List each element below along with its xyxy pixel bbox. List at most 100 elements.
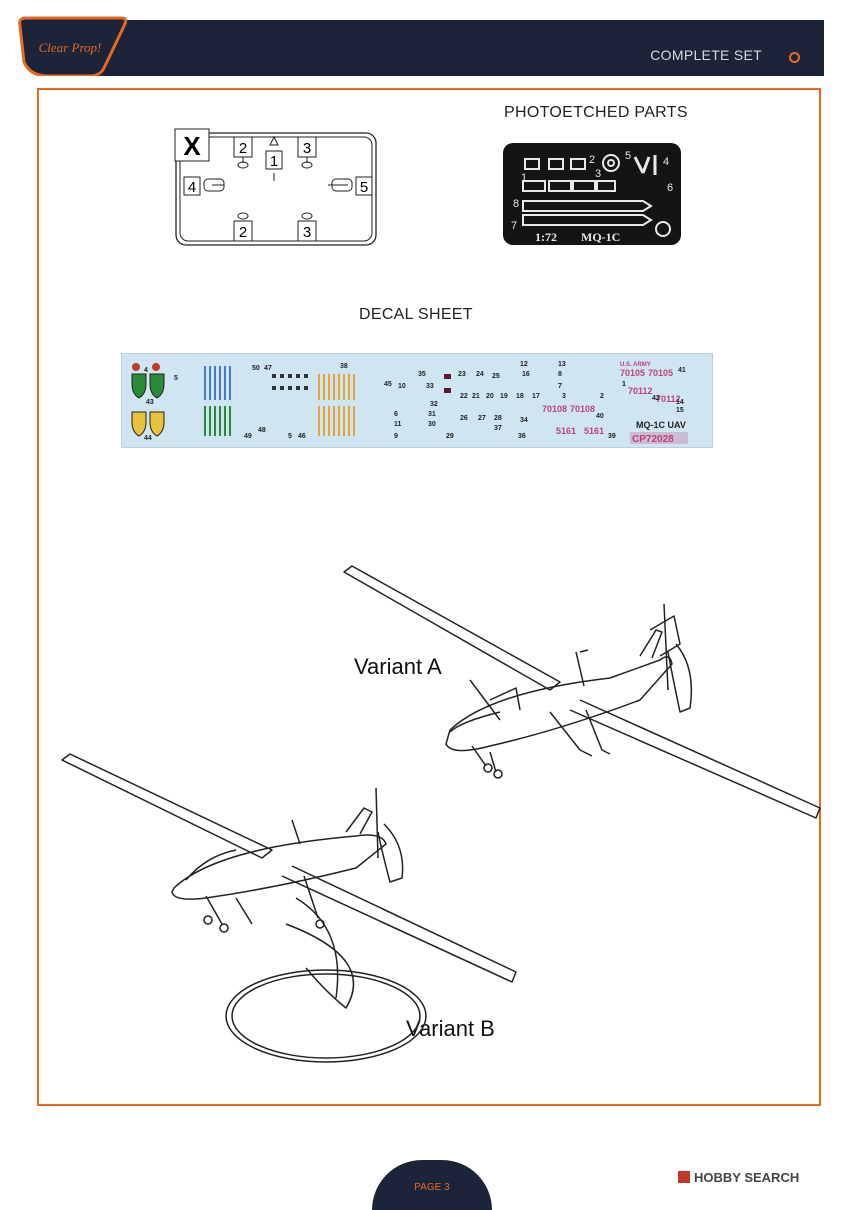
decal-artwork: U.S. ARMY 70105 70105 70112 70112 70108 … xyxy=(131,361,688,445)
sprue-part-label: 3 xyxy=(303,224,311,241)
decal-sheet: U.S. ARMY 70105 70105 70112 70112 70108 … xyxy=(121,353,713,448)
decal-number: 33 xyxy=(426,383,434,390)
decal-number: 49 xyxy=(244,433,252,440)
decal-number: 22 xyxy=(460,393,468,400)
pe-number: 1 xyxy=(521,172,527,184)
sprue-part-label: 1 xyxy=(270,153,278,170)
logo-text: Clear Prop! xyxy=(39,40,102,55)
photoetched-title: PHOTOETCHED PARTS xyxy=(504,104,688,121)
pe-number: 6 xyxy=(667,182,673,194)
sprue-x-diagram: X 2 1 3 4 5 2 3 xyxy=(174,128,377,246)
watermark: HOBBY SEARCH xyxy=(678,1170,799,1185)
pe-scale: 1:72 xyxy=(535,230,557,244)
decal-number: 5 xyxy=(174,375,178,382)
decal-number: 9 xyxy=(394,433,398,440)
decal-number: 11 xyxy=(394,421,402,428)
decal-number: 50 xyxy=(252,365,260,372)
header-dot-icon xyxy=(789,52,800,63)
decal-serial: 70105 xyxy=(648,368,673,378)
decal-number: 39 xyxy=(608,433,616,440)
decal-army-label: U.S. ARMY xyxy=(620,362,651,368)
decal-number: 44 xyxy=(144,435,152,442)
decal-number: 27 xyxy=(478,415,486,422)
decal-number: 23 xyxy=(458,371,466,378)
decal-number: 34 xyxy=(520,417,528,424)
page-header: COMPLETE SET Clear Prop! xyxy=(18,14,824,76)
header-title: COMPLETE SET xyxy=(650,47,762,63)
decal-number: 5 xyxy=(288,433,292,440)
decal-serial: 5161 xyxy=(584,426,604,436)
decal-serial: 70108 xyxy=(570,404,595,414)
decal-number: 47 xyxy=(264,365,272,372)
content-frame xyxy=(37,88,821,1106)
pe-number: 5 xyxy=(625,150,631,162)
decal-code: CP72028 xyxy=(632,434,674,445)
decal-serial: 70105 xyxy=(620,368,645,378)
pe-number: 3 xyxy=(595,168,601,180)
decal-number: 46 xyxy=(298,433,306,440)
decal-number: 32 xyxy=(430,401,438,408)
decal-number: 36 xyxy=(518,433,526,440)
decal-number: 18 xyxy=(516,393,524,400)
decal-number: 29 xyxy=(446,433,454,440)
decal-number: 38 xyxy=(340,363,348,370)
decal-number: 4 xyxy=(144,367,148,374)
photoetched-fret: 1 2 3 4 5 6 7 8 1:72 MQ-1C xyxy=(503,143,681,245)
sprue-part-label: 2 xyxy=(239,224,247,241)
decal-number: 41 xyxy=(678,367,686,374)
variant-a-drone-drawing xyxy=(343,565,821,819)
sprue-part-label: 4 xyxy=(188,179,196,196)
variant-b-drone-drawing xyxy=(61,753,517,1063)
decal-number: 20 xyxy=(486,393,494,400)
decal-number: 30 xyxy=(428,421,436,428)
sprue-part-label: 5 xyxy=(360,179,368,196)
decal-title: DECAL SHEET xyxy=(359,306,473,323)
pe-number: 2 xyxy=(589,154,595,166)
decal-number: 48 xyxy=(258,427,266,434)
decal-serial: 70112 xyxy=(656,394,681,404)
pe-number: 7 xyxy=(511,220,517,232)
decal-number: 28 xyxy=(494,415,502,422)
decal-number: 37 xyxy=(494,425,502,432)
decal-number: 26 xyxy=(460,415,468,422)
decal-number: 45 xyxy=(384,381,392,388)
page-number: PAGE 3 xyxy=(414,1182,450,1193)
decal-number: 25 xyxy=(492,373,500,380)
pe-number: 8 xyxy=(513,198,519,210)
decal-number: 31 xyxy=(428,411,436,418)
sprue-part-label: 2 xyxy=(239,140,247,157)
decal-number: 19 xyxy=(500,393,508,400)
decal-number: 12 xyxy=(520,361,528,368)
decal-number: 10 xyxy=(398,383,406,390)
decal-number: 35 xyxy=(418,371,426,378)
variant-a-label: Variant A xyxy=(354,654,442,679)
decal-number: 21 xyxy=(472,393,480,400)
brand-logo: Clear Prop! xyxy=(18,16,128,76)
decal-number: 7 xyxy=(558,383,562,390)
decal-number: 17 xyxy=(532,393,540,400)
decal-number: 1 xyxy=(622,381,626,388)
header-bar: COMPLETE SET xyxy=(56,20,824,76)
decal-number: 16 xyxy=(522,371,530,378)
decal-number: 14 xyxy=(676,399,684,406)
decal-number: 8 xyxy=(558,371,562,378)
decal-serial: 70112 xyxy=(628,386,653,396)
pe-number: 4 xyxy=(663,156,669,168)
sprue-part-label: 3 xyxy=(303,140,311,157)
decal-serial: 70108 xyxy=(542,404,567,414)
sprue-letter: X xyxy=(183,131,201,161)
pe-model: MQ-1C xyxy=(581,230,620,244)
decal-number: 6 xyxy=(394,411,398,418)
decal-number: 40 xyxy=(596,413,604,420)
variant-b-label: Variant B xyxy=(406,1016,495,1041)
decal-number: 15 xyxy=(676,407,684,414)
decal-number: 43 xyxy=(146,399,154,406)
decal-number: 42 xyxy=(652,395,660,402)
decal-serial: 5161 xyxy=(556,426,576,436)
decal-number: 24 xyxy=(476,371,484,378)
decal-number: 3 xyxy=(562,393,566,400)
page-number-tab: PAGE 3 xyxy=(372,1160,492,1210)
hobby-search-logo-icon xyxy=(678,1171,690,1183)
decal-number: 2 xyxy=(600,393,604,400)
decal-number: 13 xyxy=(558,361,566,368)
